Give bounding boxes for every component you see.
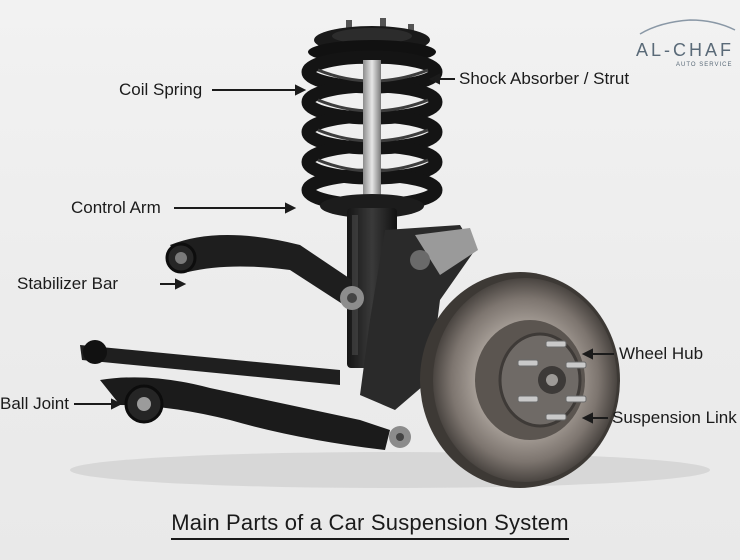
label-coil-spring: Coil Spring [119,80,203,99]
leader-lines [74,73,614,424]
wheel-hub [498,332,587,428]
label-wheel-hub: Wheel Hub [619,344,704,363]
label-shock-absorber: Shock Absorber / Strut [459,69,630,88]
logo-car-icon [639,19,736,35]
floor-shadow [70,452,710,488]
upper-control-arm [165,235,364,310]
label-ball-joint: Ball Joint [0,394,69,413]
diagram-title-text: Main Parts of a Car Suspension System [171,510,569,540]
diagram-title: Main Parts of a Car Suspension System [0,510,740,540]
strut-rod [363,60,381,210]
lower-control-arm [80,340,411,450]
label-suspension-link: Suspension Link [612,408,737,427]
logo-name: AL-CHAF [636,40,735,60]
label-control-arm: Control Arm [71,198,161,217]
logo-tagline: AUTO SERVICE [676,62,733,68]
label-stabilizer-bar: Stabilizer Bar [17,274,119,293]
steering-knuckle [360,225,478,410]
